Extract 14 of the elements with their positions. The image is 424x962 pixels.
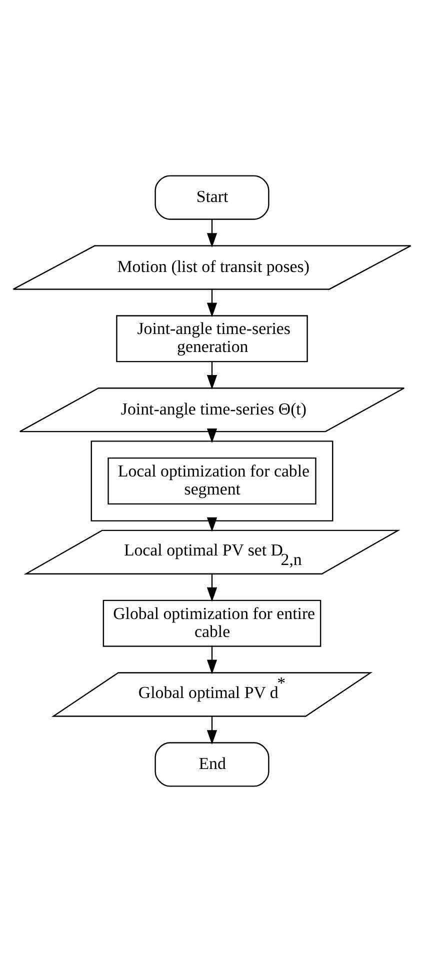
arrow xyxy=(206,362,218,390)
node-box: Joint-angle time-series generation xyxy=(116,315,308,362)
arrow xyxy=(206,428,218,444)
arrow xyxy=(206,219,218,248)
node-box: End xyxy=(154,742,270,787)
arrow xyxy=(206,646,218,674)
arrow xyxy=(206,289,218,318)
cluster xyxy=(90,440,334,522)
arrow xyxy=(206,574,218,602)
arrow xyxy=(206,517,218,532)
node-box: Start xyxy=(154,175,270,220)
node-box: Local optimization for cable segment xyxy=(108,457,316,505)
node-box: Global optimization for entire cable xyxy=(102,600,322,647)
arrow xyxy=(206,716,218,745)
